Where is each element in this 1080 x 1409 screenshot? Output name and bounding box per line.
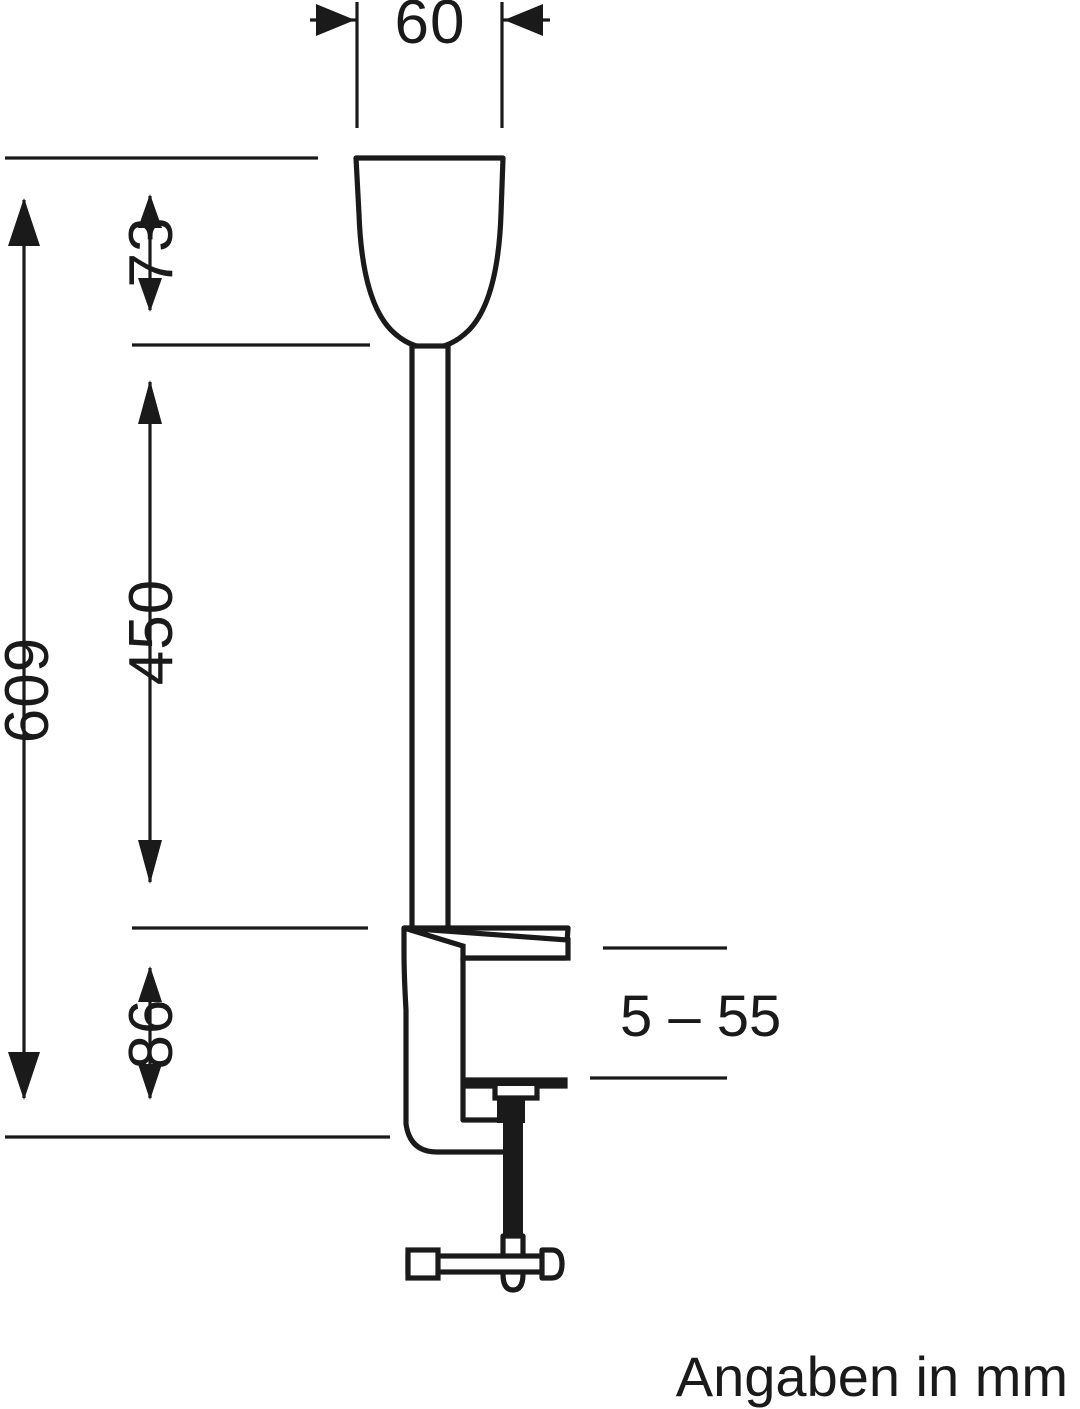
lamp-head	[353, 155, 506, 351]
dimension-group-clamp-range: 5 – 55	[590, 946, 781, 1080]
units-note: Angaben in mm	[676, 1345, 1068, 1408]
arrowhead-bottom-73	[138, 278, 162, 312]
clamp-handle-left-cap	[405, 1247, 441, 1281]
dimension-group-clamp-86: 86	[117, 966, 186, 1100]
arrowhead-top-609	[8, 198, 40, 246]
dimension-label-clamp-range: 5 – 55	[620, 984, 781, 1049]
extension-lines-group	[5, 156, 390, 1139]
dimension-label-609: 609	[0, 637, 62, 743]
arrowhead-top-450	[138, 380, 162, 424]
dimension-group-stem-450: 450	[117, 380, 186, 884]
dimension-label-60: 60	[395, 0, 466, 57]
dimension-group-width-60: 60	[310, 0, 550, 128]
clamp-body	[401, 925, 571, 1155]
clamp-upper-jaw	[403, 925, 571, 961]
dimension-label-450: 450	[117, 579, 186, 685]
clamp-upper-jaw-outline	[403, 925, 571, 961]
clamp-screw	[500, 1120, 526, 1293]
arrowhead-right-60	[504, 4, 543, 36]
dimension-group-total-609: 609	[0, 198, 62, 1100]
clamp-pad-neck	[497, 1097, 525, 1123]
clamp-pressure-pad-top-plate	[467, 1079, 565, 1086]
clamp-pressure-pad	[464, 1077, 568, 1123]
arrowhead-left-60	[316, 4, 355, 36]
lamp-stem-outline	[409, 343, 451, 933]
arrowhead-top-86	[138, 966, 162, 1002]
clamp-handle	[405, 1247, 565, 1281]
lamp-stem	[409, 343, 451, 933]
arrowhead-top-73	[138, 194, 162, 228]
dimension-group-head-73: 73	[117, 194, 186, 312]
arrowhead-bottom-86	[138, 1064, 162, 1100]
arrowhead-bottom-609	[8, 1052, 40, 1100]
dimension-label-73: 73	[117, 217, 186, 288]
dimension-label-86: 86	[117, 999, 186, 1070]
lamp-head-outline	[353, 155, 506, 351]
clamp-body-outline	[401, 925, 571, 1155]
clamp-handle-right-knob	[539, 1247, 565, 1281]
arrowhead-bottom-450	[138, 840, 162, 884]
